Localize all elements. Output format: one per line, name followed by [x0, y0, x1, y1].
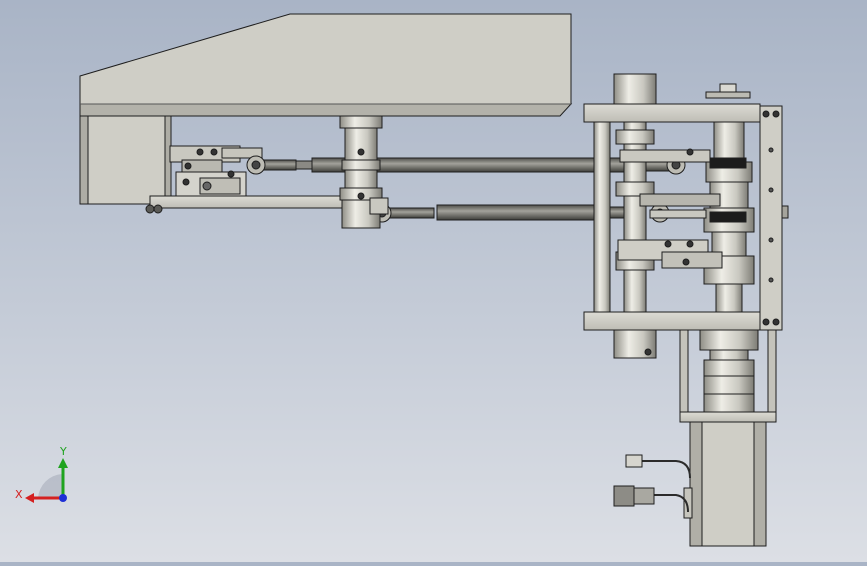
crank-arms[interactable]	[617, 148, 747, 269]
robot-arm-assembly[interactable]	[79, 13, 789, 547]
shaft-coupling[interactable]	[699, 329, 759, 413]
x-axis-label: X	[15, 488, 23, 501]
servo-motor[interactable]	[683, 421, 767, 547]
upper-linkage-rod[interactable]	[246, 155, 686, 175]
x-axis-arrowhead	[25, 493, 34, 503]
elbow-shaft[interactable]	[339, 115, 389, 229]
upper-arm-housing[interactable]	[79, 13, 573, 117]
left-clamp-bracket[interactable]	[169, 145, 263, 197]
signal-connector	[625, 454, 643, 468]
left-vertical-shaft[interactable]	[613, 73, 657, 359]
motor-mount-frame[interactable]	[679, 329, 777, 423]
column-frame[interactable]	[583, 103, 789, 331]
lower-base-plate[interactable]	[145, 195, 347, 214]
y-axis-arrowhead	[58, 458, 68, 468]
motor-cables	[640, 460, 691, 513]
triad-plane	[38, 474, 62, 498]
left-motor-box[interactable]	[79, 115, 172, 205]
z-axis-dot	[59, 494, 67, 502]
y-axis-label: Y	[59, 445, 67, 458]
coordinate-triad: Y X	[15, 445, 68, 503]
power-connector	[613, 485, 655, 507]
